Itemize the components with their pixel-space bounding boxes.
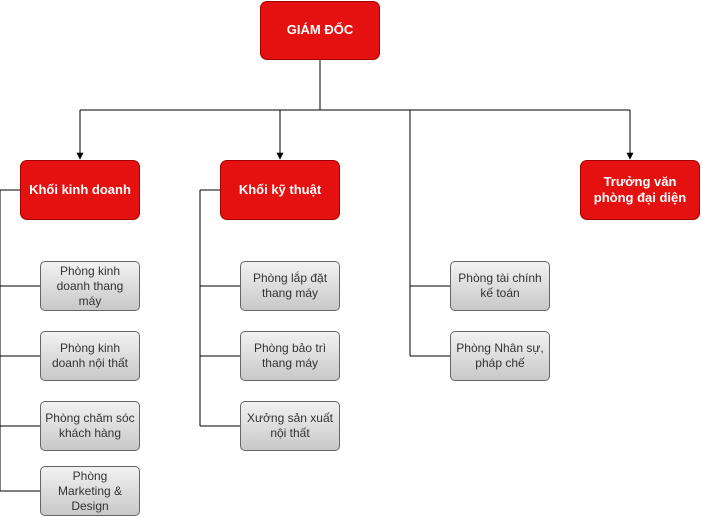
business-block-node: Khối kinh doanh bbox=[20, 160, 140, 220]
technical-unit-node: Phòng bảo trì thang máy bbox=[240, 331, 340, 381]
business-unit-node: Phòng Marketing & Design bbox=[40, 466, 140, 516]
rep-office-head-label: Trưởng văn phòng đại diện bbox=[593, 173, 687, 205]
technical-unit-label: Phòng bảo trì thang máy bbox=[253, 341, 327, 370]
business-unit-node: Phòng kinh doanh nội thất bbox=[40, 331, 140, 381]
business-unit-node: Phòng chăm sóc khách hàng bbox=[40, 401, 140, 451]
business-unit-label: Phòng kinh doanh nội thất bbox=[51, 341, 129, 370]
business-unit-label: Phòng kinh doanh thang máy bbox=[56, 263, 124, 308]
director-node: GIÁM ĐỐC bbox=[260, 1, 380, 60]
technical-unit-label: Phòng lắp đặt thang máy bbox=[252, 271, 328, 300]
technical-unit-label: Xưởng sản xuất nội thất bbox=[247, 411, 333, 440]
director-label: GIÁM ĐỐC bbox=[286, 22, 354, 38]
rep-office-head-node: Trưởng văn phòng đại diện bbox=[580, 160, 700, 220]
direct-unit-node: Phòng tài chính kế toán bbox=[450, 261, 550, 311]
business-unit-label: Phòng chăm sóc khách hàng bbox=[45, 411, 135, 440]
business-block-label: Khối kinh doanh bbox=[29, 181, 131, 197]
technical-unit-node: Xưởng sản xuất nội thất bbox=[240, 401, 340, 451]
direct-unit-node: Phòng Nhân sự, pháp chế bbox=[450, 331, 550, 381]
technical-unit-node: Phòng lắp đặt thang máy bbox=[240, 261, 340, 311]
technical-block-node: Khối kỹ thuật bbox=[220, 160, 340, 220]
business-unit-node: Phòng kinh doanh thang máy bbox=[40, 261, 140, 311]
direct-unit-label: Phòng Nhân sự, pháp chế bbox=[456, 341, 544, 370]
direct-unit-label: Phòng tài chính kế toán bbox=[458, 271, 542, 300]
technical-block-label: Khối kỹ thuật bbox=[238, 181, 322, 197]
business-unit-label: Phòng Marketing & Design bbox=[57, 468, 123, 513]
